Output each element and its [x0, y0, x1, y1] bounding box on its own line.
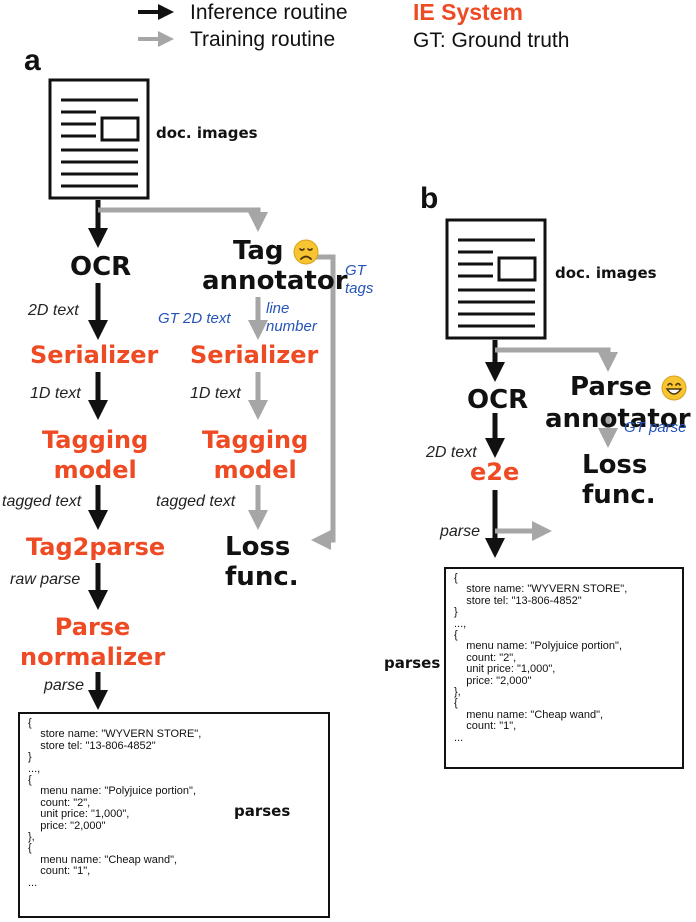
label-parse-a: parse: [44, 677, 85, 694]
label-tagged-text-right: tagged text: [156, 493, 236, 510]
legend-inference-label: Inference routine: [190, 1, 348, 24]
doc-image-icon-b: [445, 218, 547, 340]
tag2parse-node: Tag2parse: [26, 533, 166, 561]
tagging-model-node-left: Tagging model: [42, 426, 149, 484]
parse-output-box-a: { store name: "WYVERN STORE", store tel:…: [18, 712, 330, 918]
tag-annotator-node-line2: annotator: [202, 266, 348, 296]
parses-label-b: parses: [384, 654, 441, 672]
parse-annotator-node-line1: Parse: [570, 374, 687, 401]
parse-output-box-b: { store name: "WYVERN STORE", store tel:…: [444, 567, 684, 769]
parse-annotator-node-line2: annotator: [545, 404, 691, 434]
parse-annotator-word: Parse: [570, 372, 652, 402]
parse-normalizer-node: Parse normalizer: [20, 613, 166, 671]
loss-function-node-a: Loss func.: [225, 532, 299, 592]
arrow-doc-to-tag-annotator: [98, 207, 268, 232]
legend-gt-label: GT: Ground truth: [413, 29, 570, 52]
ocr-node-a: OCR: [70, 252, 132, 282]
label-raw-parse: raw parse: [10, 571, 81, 588]
loss-function-node-b: Loss func.: [582, 450, 656, 510]
ocr-node-b: OCR: [467, 385, 529, 415]
legend-system-label: IE System: [413, 0, 523, 25]
panel-a-label: a: [24, 44, 41, 77]
serializer-node-left: Serializer: [30, 341, 159, 369]
tagging-model-node-right: Tagging model: [202, 426, 309, 484]
doc-images-label-a: doc. images: [156, 124, 258, 142]
grinning-face-icon: [661, 375, 687, 400]
arrow-gt-tags-to-loss: [305, 254, 336, 550]
label-parse-b: parse: [440, 523, 481, 540]
parses-label-a: parses: [234, 802, 291, 820]
line-number-label: line number: [266, 300, 317, 335]
arrow-doc-to-parse-annotator: [495, 347, 618, 372]
sad-face-icon: [293, 239, 319, 264]
label-2d-text-b: 2D text: [426, 444, 477, 461]
label-1d-text-left: 1D text: [30, 385, 81, 402]
tag-annotator-node-line1: Tag: [233, 238, 319, 265]
gt-2d-text-label: GT 2D text: [158, 310, 231, 327]
label-1d-text-right: 1D text: [190, 385, 241, 402]
serializer-node-right: Serializer: [190, 341, 319, 369]
panel-b-label: b: [420, 182, 439, 215]
tag-annotator-word: Tag: [233, 236, 284, 266]
gt-tags-label: GT tags: [345, 262, 374, 297]
label-2d-text-a: 2D text: [28, 302, 79, 319]
gt-parse-label: GT parse: [624, 419, 687, 436]
doc-image-icon-a: [48, 78, 150, 200]
label-tagged-text-left: tagged text: [2, 493, 82, 510]
doc-images-label-b: doc. images: [555, 264, 657, 282]
e2e-node: e2e: [470, 458, 520, 486]
legend-training-label: Training routine: [190, 28, 336, 51]
